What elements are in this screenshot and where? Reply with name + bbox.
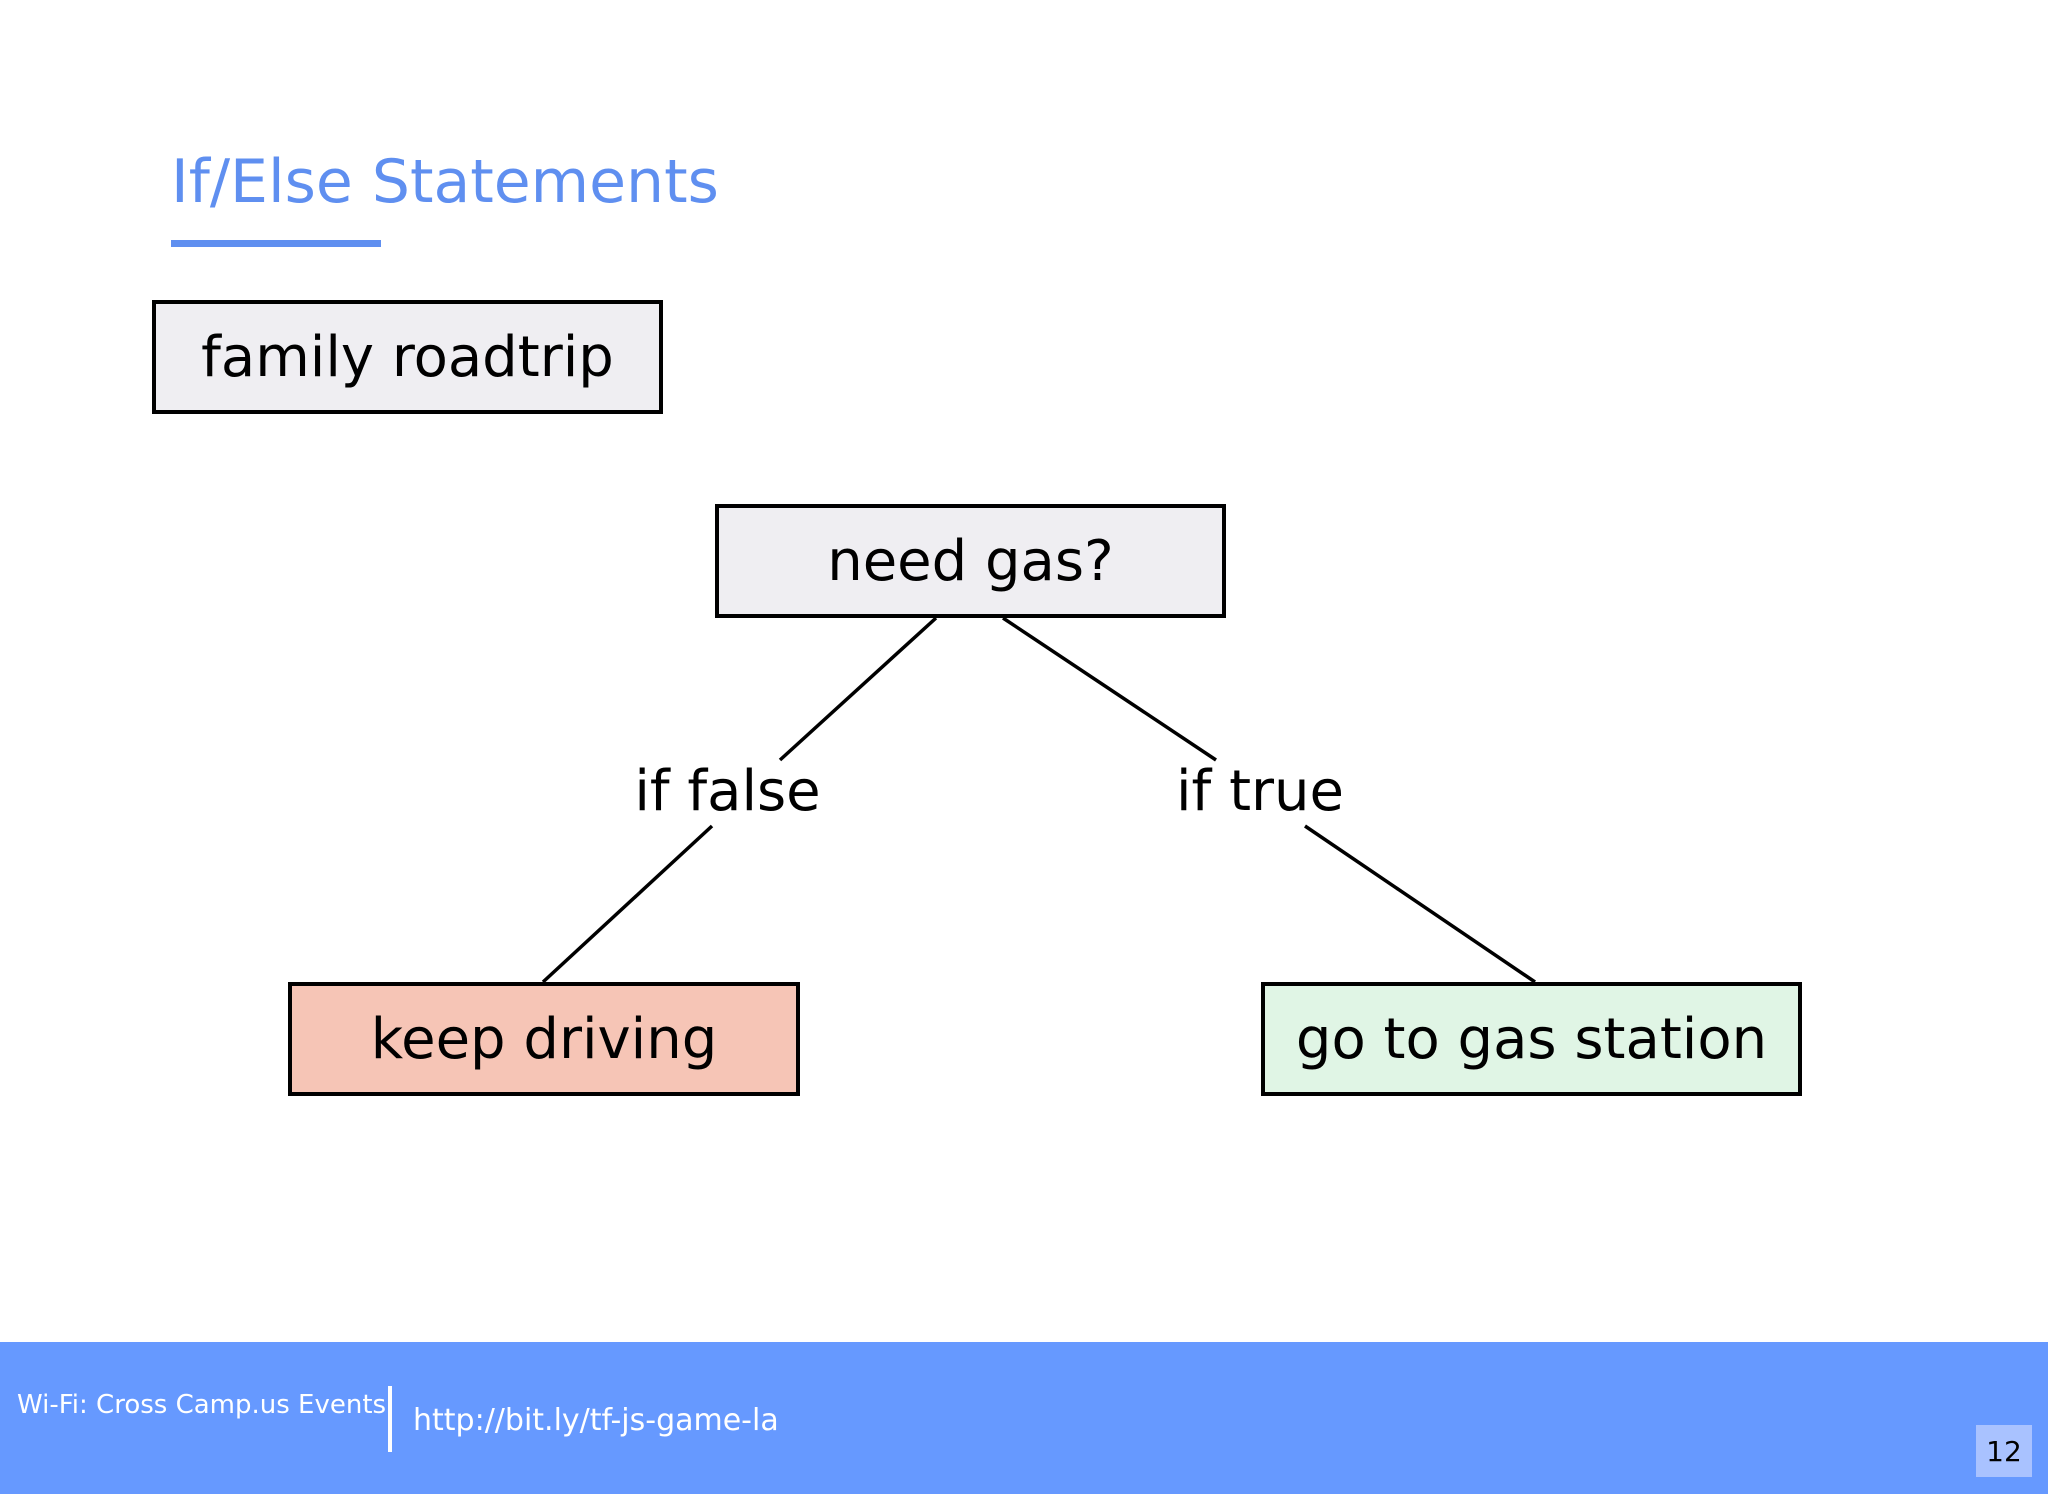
connector-true-label-to-gas-station — [1304, 824, 1536, 984]
page-number: 12 — [1976, 1425, 2032, 1477]
edge-label-if-false: if false — [634, 759, 821, 824]
connector-condition-to-true-label — [1002, 616, 1217, 762]
edge-label-if-true: if true — [1176, 759, 1344, 824]
footer-wifi-text: Wi-Fi: Cross Camp.us Events — [17, 1390, 387, 1420]
connector-false-label-to-keep-driving — [541, 824, 714, 984]
title-underline — [171, 240, 381, 247]
footer-url-link[interactable]: http://bit.ly/tf-js-game-la — [413, 1403, 779, 1438]
slide-title: If/Else Statements — [171, 147, 719, 217]
footer-divider — [388, 1386, 392, 1452]
node-go-to-gas-station: go to gas station — [1261, 982, 1802, 1096]
node-keep-driving: keep driving — [288, 982, 800, 1096]
connector-condition-to-false-label — [778, 616, 938, 762]
node-need-gas: need gas? — [715, 504, 1226, 618]
footer-bar — [0, 1342, 2048, 1494]
node-family-roadtrip: family roadtrip — [152, 300, 663, 414]
